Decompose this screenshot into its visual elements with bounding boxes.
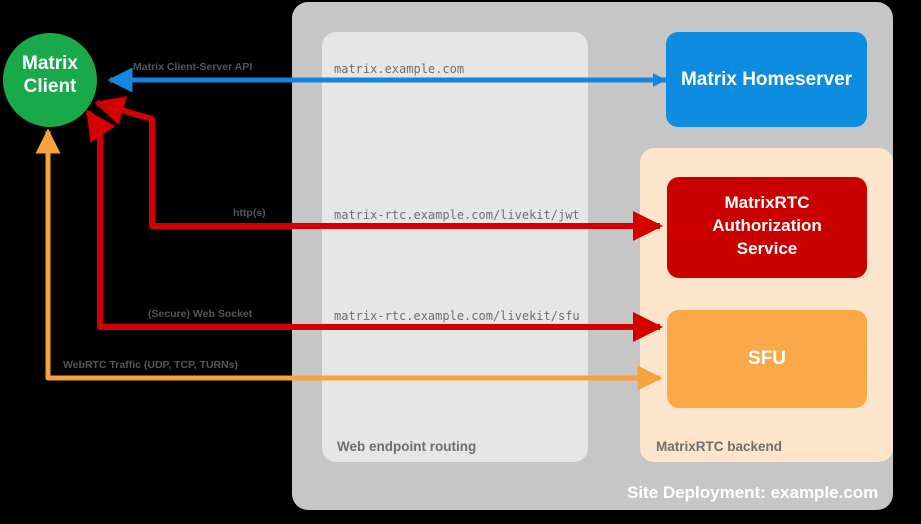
matrix-client-label: Matrix Client [3,52,97,98]
matrix-client-circle[interactable] [3,33,97,127]
matrix-homeserver-box[interactable] [666,32,867,127]
edge-label-websocket: (Secure) Web Socket [148,308,253,320]
edge-label-http: http(s) [233,207,266,219]
endpoint-label-livekit-jwt: matrix-rtc.example.com/livekit/jwt [334,208,580,222]
edge-label-cs-api: Matrix Client-Server API [133,61,253,73]
matrixrtc-authorization-service-box[interactable] [667,177,867,278]
endpoint-label-livekit-sfu: matrix-rtc.example.com/livekit/sfu [334,309,580,323]
matrix-client-label-line1: Matrix [22,53,78,74]
edge-label-webrtc: WebRTC Traffic (UDP, TCP, TURNs) [63,359,239,371]
sfu-label: SFU [748,348,786,369]
edge-webrtc-line [35,128,663,391]
matrix-client-label-line2: Client [23,76,77,97]
matrix-homeserver-label: Matrix Homeserver [680,69,853,90]
auth-label-line3: Service [736,239,798,258]
site-deployment-caption: Site Deployment: example.com [627,483,879,502]
endpoint-label-matrix: matrix.example.com [334,62,465,76]
sfu-box[interactable] [667,310,867,408]
auth-label-line2: Authorization [712,216,822,235]
web-endpoint-routing-panel [322,32,588,462]
auth-label-line1: MatrixRTC [724,193,810,212]
matrixrtc-authorization-service-label: MatrixRTC Authorization Service [667,191,867,260]
web-endpoint-routing-caption: Web endpoint routing [337,439,477,454]
matrixrtc-backend-caption: MatrixRTC backend [656,439,783,454]
edge-cs-api-arrowhead-right [653,73,666,87]
